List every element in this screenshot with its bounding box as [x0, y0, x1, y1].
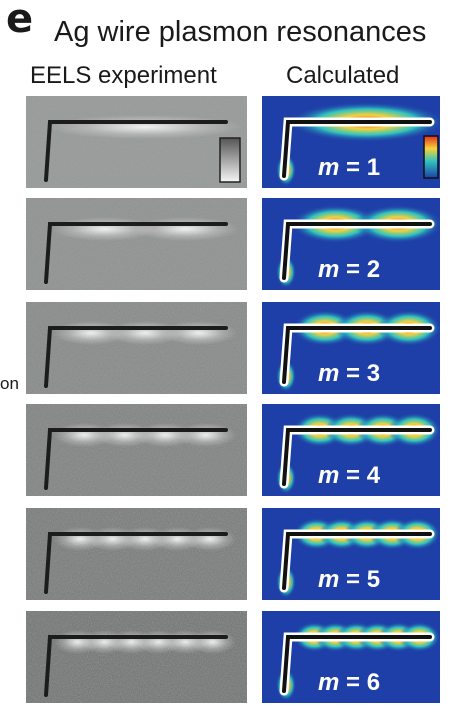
eels-hotspot [189, 630, 236, 654]
calculated-panel-m5 [262, 508, 440, 600]
eels-panel-m5 [26, 508, 247, 600]
mode-value: = 2 [339, 256, 381, 283]
mode-value: = 1 [339, 154, 381, 181]
calculated-panel-m2 [262, 198, 440, 290]
panel-letter: e [6, 0, 34, 42]
calculated-panel-m3 [262, 302, 440, 394]
wire [44, 120, 228, 182]
mode-value: = 5 [339, 566, 381, 593]
mode-symbol: m [318, 669, 340, 696]
eels-hotspot [161, 321, 237, 345]
clipped-side-text: on [0, 374, 19, 393]
mode-symbol: m [318, 154, 340, 181]
mode-value: = 4 [339, 462, 381, 489]
mode-label: m = 4 [318, 462, 380, 490]
mode-label: m = 2 [318, 256, 380, 284]
mode-symbol: m [318, 256, 340, 283]
eels-hotspot [132, 217, 239, 241]
mode-label: m = 5 [318, 566, 380, 594]
eels-panel-m2 [26, 198, 247, 290]
wire-core [282, 635, 432, 693]
eels-panel-m3 [26, 302, 247, 394]
eels-hotspot [183, 527, 236, 551]
wire [44, 532, 228, 594]
wire-core [282, 120, 432, 178]
mode-symbol: m [318, 566, 340, 593]
grayscale-colorbar [219, 137, 241, 183]
wire [44, 635, 228, 697]
mode-label: m = 3 [318, 360, 380, 388]
calculated-panel-m6 [262, 611, 440, 703]
wire-core [282, 222, 432, 280]
wire [44, 326, 228, 388]
eels-hotspot [47, 115, 243, 139]
eels-panel-m4 [26, 404, 247, 496]
mode-label: m = 1 [318, 154, 380, 182]
wire [44, 428, 228, 490]
wire [44, 222, 228, 284]
eels-hotspot [175, 423, 237, 447]
eels-panel-m6 [26, 611, 247, 703]
mode-value: = 6 [339, 669, 381, 696]
mode-label: m = 6 [318, 669, 380, 697]
mode-value: = 3 [339, 360, 381, 387]
calculated-column-header: Calculated [286, 62, 400, 89]
wire-core [282, 428, 432, 486]
wire-core [282, 532, 432, 590]
eels-column-header: EELS experiment [30, 62, 217, 89]
mode-symbol: m [318, 360, 340, 387]
eels-panel-m1 [26, 96, 247, 188]
calculated-panel-m4 [262, 404, 440, 496]
figure-title: Ag wire plasmon resonances [54, 16, 427, 48]
mode-symbol: m [318, 462, 340, 489]
color-colorbar [423, 135, 439, 179]
wire-core [282, 326, 432, 384]
calculated-panel-m1 [262, 96, 440, 188]
